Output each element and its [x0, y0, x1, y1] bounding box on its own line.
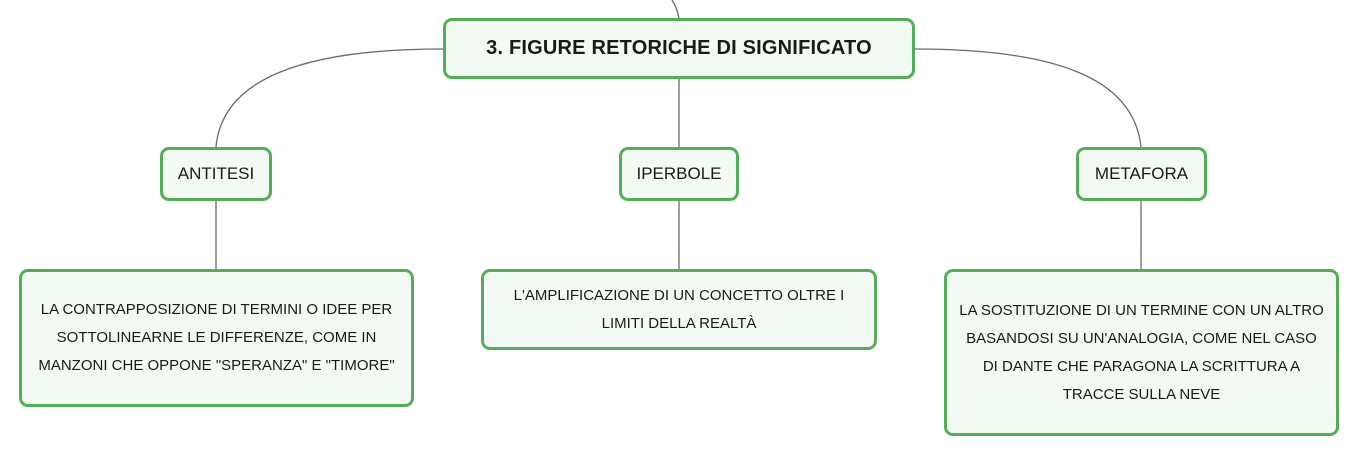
metafora-description-text: LA SOSTITUZIONE DI UN TERMINE CON UN ALT… [959, 301, 1324, 403]
connector-root-to-metafora [914, 48, 1142, 148]
topic-antitesi[interactable]: ANTITESI [160, 147, 272, 201]
root-topic[interactable]: 3. FIGURE RETORICHE DI SIGNIFICATO [443, 18, 915, 79]
connector-root-to-antitesi [215, 48, 444, 148]
subtopic-metafora-description[interactable]: LA SOSTITUZIONE DI UN TERMINE CON UN ALT… [944, 269, 1339, 436]
topic-iperbole[interactable]: IPERBOLE [619, 147, 739, 201]
topic-antitesi-label: ANTITESI [177, 164, 255, 183]
topic-metafora-label: METAFORA [1094, 164, 1189, 183]
topic-iperbole-label: IPERBOLE [636, 164, 722, 183]
topic-metafora[interactable]: METAFORA [1076, 147, 1207, 201]
root-topic-label: 3. FIGURE RETORICHE DI SIGNIFICATO [486, 37, 872, 59]
iperbole-description-text: L'AMPLIFICAZIONE DI UN CONCETTO OLTRE I … [513, 286, 845, 332]
antitesi-description-text: LA CONTRAPPOSIZIONE DI TERMINI O IDEE PE… [38, 301, 395, 374]
subtopic-iperbole-description[interactable]: L'AMPLIFICAZIONE DI UN CONCETTO OLTRE I … [481, 269, 877, 350]
subtopic-antitesi-description[interactable]: LA CONTRAPPOSIZIONE DI TERMINI O IDEE PE… [19, 269, 414, 407]
connector-parent-to-root [671, 0, 680, 20]
